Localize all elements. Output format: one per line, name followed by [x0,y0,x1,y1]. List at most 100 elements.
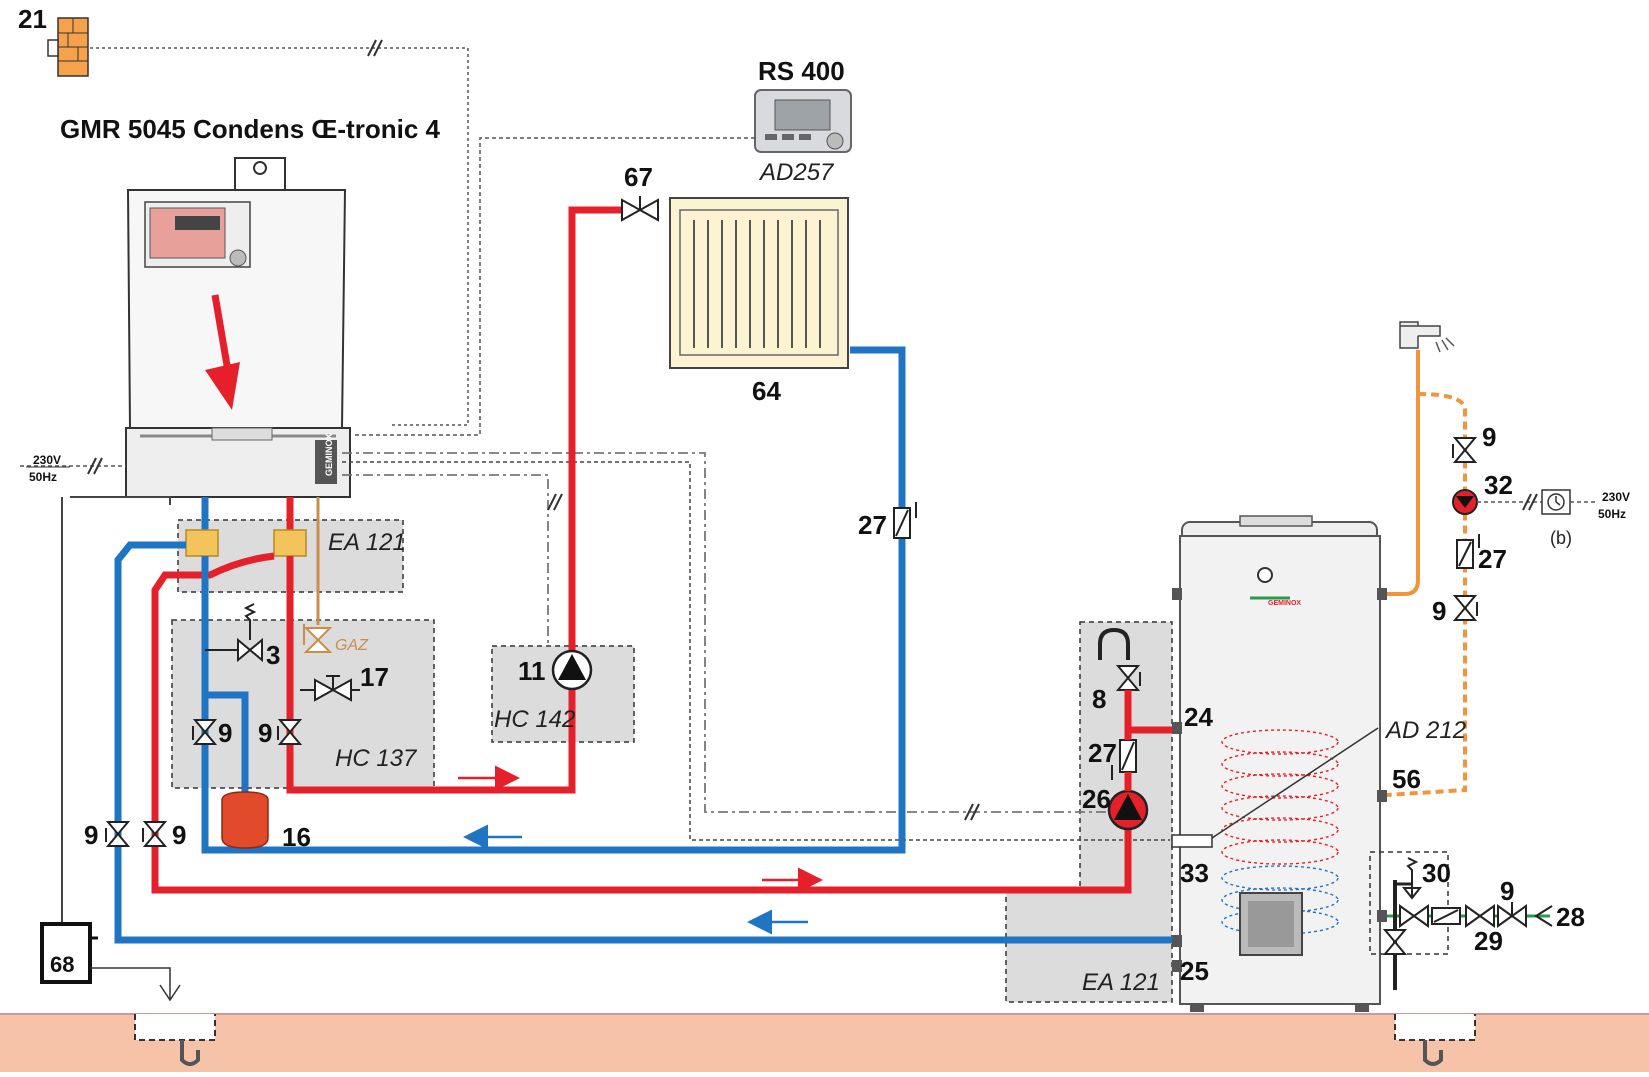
power-note: (b) [1550,528,1572,548]
cable-to-sensor-33 [342,461,1170,841]
return-pipe-cylinder [114,541,1172,944]
safety-valve-3 [205,603,263,663]
label-9-d: 9 [172,820,186,850]
return-pipe-radiator [201,346,906,854]
label-26: 26 [1082,784,1111,814]
ad212-leader [1211,727,1379,839]
cable-break-mid [547,493,980,821]
label-33: 33 [1180,858,1209,888]
circulator-pump-26 [1107,789,1149,831]
boiler-title: GMR 5045 Condens Œ-tronic 4 [60,114,440,144]
timer-clock-icon [1541,489,1571,515]
controller-name: RS 400 [758,56,845,86]
group-hc137-label: HC 137 [335,745,418,772]
label-11: 11 [518,656,546,686]
condensate-neutraliser-68 [40,922,181,1002]
outdoor-sensor-wall [47,17,89,77]
pump-32-cable-break [1522,493,1538,511]
power-break-left [87,457,103,475]
dhw-outlet-pipe [1387,350,1420,596]
label-9-a: 9 [218,718,232,748]
tee-flow [273,529,307,557]
floor-drain-left [134,1014,216,1066]
floor-drain-right [1394,1014,1476,1066]
cable-break-mark [367,39,383,57]
valve-inlet-9 [1497,902,1527,928]
valve-9-flow-b [142,821,168,847]
controller-cable [355,137,755,436]
expansion-vessel-16 [221,791,269,849]
label-9-inlet: 9 [1500,876,1514,906]
cold-inlet-arrow [1534,905,1553,927]
power-right-freq: 50Hz [1598,507,1626,521]
power-left-voltage: 230V [33,453,61,467]
air-vent-8 [1098,627,1141,691]
cable-to-pump-26 [342,452,1108,813]
flow-pipe-cylinder-circuit [151,552,1132,894]
controller-rs400 [754,89,852,153]
boiler-brand: GEMINOX [324,433,334,476]
label-17: 17 [360,662,389,692]
dhw-pump-32 [1452,489,1478,515]
dhw-check-valve-27 [1456,534,1480,569]
valve-9-return-b [105,821,131,847]
label-27-radiator: 27 [858,510,887,540]
label-21: 21 [18,4,47,34]
radiator-valve-67 [621,196,659,222]
power-right-voltage: 230V [1602,490,1630,504]
boiler [125,157,351,498]
valve-inlet-a [1399,904,1429,928]
gas-valve [303,624,333,653]
group-ea121-top-label: EA 121 [328,529,406,556]
check-valve-27-radiator [893,502,917,539]
label-9-dhw: 9 [1432,596,1446,626]
group-hc142-label: HC 142 [494,706,575,733]
group-hc137 [171,619,435,789]
label-8: 8 [1092,684,1106,714]
valve-inlet-drain [1382,929,1408,955]
label-3: 3 [266,640,280,670]
label-29: 29 [1474,926,1503,956]
sensor-cable [90,47,469,426]
check-valve-29 [1431,907,1461,925]
burner-arrow-head [205,362,240,410]
valve-inlet-b [1465,904,1495,928]
power-left-freq: 50Hz [29,470,57,484]
hot-water-tap [1399,321,1455,353]
label-9-c: 9 [84,820,98,850]
tee-return [185,529,219,557]
expansion-branch [205,691,249,800]
controller-code: AD257 [758,159,835,186]
gas-label: GAZ [335,637,369,654]
label-56: 56 [1392,764,1421,794]
floor [0,1013,1649,1072]
flow-pipe-radiator-circuit [286,206,630,794]
label-32: 32 [1484,470,1513,500]
circulator-pump-11 [551,649,593,691]
safety-valve-30 [1395,857,1423,900]
label-25: 25 [1180,956,1209,986]
safety-group-30 [1369,851,1449,955]
group-ea121-bottom-label: EA 121 [1082,969,1160,996]
label-68: 68 [50,952,74,977]
label-64: 64 [752,376,781,406]
cylinder-brand: GEMINOX [1268,600,1301,607]
label-27-cyl: 27 [1088,738,1117,768]
sensor-33 [1171,834,1213,848]
label-67: 67 [624,162,653,192]
cable-to-pump-11 [342,474,549,646]
label-16: 16 [282,822,311,852]
label-9-b: 9 [258,718,272,748]
radiator-64 [669,197,849,369]
dhw-valve-9-top [1452,437,1478,463]
label-27-dhw: 27 [1478,544,1507,574]
label-28: 28 [1556,902,1585,932]
valve-17 [300,675,360,702]
valve-9-return-a [192,719,218,745]
condensate-line [61,496,171,940]
label-9-top: 9 [1482,422,1496,452]
ad212-label: AD 212 [1384,717,1466,744]
dhw-return-loop [1386,392,1467,797]
